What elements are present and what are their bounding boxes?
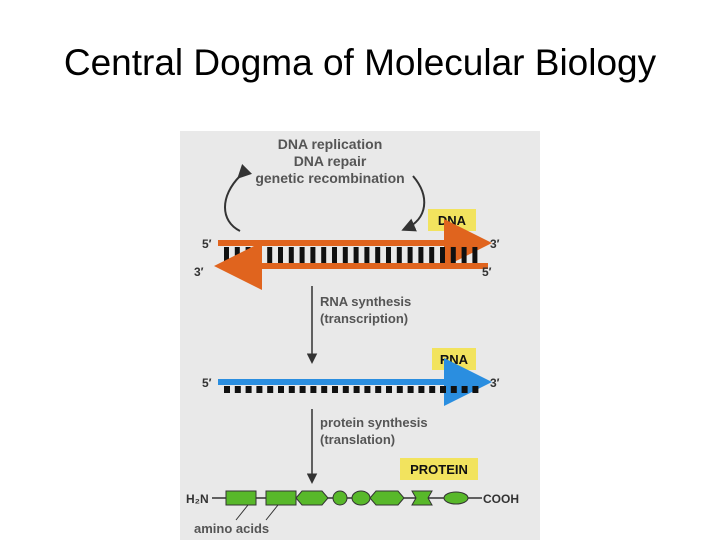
dna-base-pair (418, 247, 423, 263)
dna-base-pair (364, 247, 369, 263)
label-rna-synthesis: RNA synthesis (320, 294, 411, 309)
rna-base (397, 386, 403, 393)
dna-base-pair (246, 247, 251, 263)
dna-base-pairs (224, 247, 477, 263)
rna-base (278, 386, 284, 393)
rna-base (343, 386, 349, 393)
rna-tag: RNA (440, 352, 469, 367)
rna-base (364, 386, 370, 393)
amino-acid-5 (352, 491, 370, 505)
protein-tag: PROTEIN (410, 462, 468, 477)
dna-base-pair (267, 247, 272, 263)
rna-base (310, 386, 316, 393)
c-terminus-label: COOH (483, 492, 519, 506)
amino-acids-pointer-2 (266, 505, 278, 520)
label-dna-replication: DNA replication (278, 136, 383, 152)
dna-base-pair (289, 247, 294, 263)
dna-base-pair (408, 247, 413, 263)
dna-base-pair (224, 247, 229, 263)
rna-base (375, 386, 381, 393)
amino-acid-2 (266, 491, 296, 505)
rna-3prime: 3′ (490, 376, 500, 390)
dna-base-pair (235, 247, 240, 263)
label-protein-synthesis: protein synthesis (320, 415, 428, 430)
dna-top-5prime: 5′ (202, 237, 212, 251)
rna-base (354, 386, 360, 393)
rna-base (224, 386, 230, 393)
rna-base (472, 386, 478, 393)
amino-acid-8 (444, 492, 468, 504)
rna-base (418, 386, 424, 393)
dna-base-pair (332, 247, 337, 263)
central-dogma-figure: DNA replication DNA repair genetic recom… (180, 131, 540, 540)
rna-base (300, 386, 306, 393)
dna-bottom-3prime: 3′ (194, 265, 204, 279)
dna-tag: DNA (438, 213, 467, 228)
dna-base-pair (310, 247, 315, 263)
dna-base-pair (472, 247, 477, 263)
label-transcription: (transcription) (320, 311, 408, 326)
rna-base (332, 386, 338, 393)
curved-arrow-right (405, 176, 424, 229)
label-dna-repair: DNA repair (294, 153, 367, 169)
rna-5prime: 5′ (202, 376, 212, 390)
dna-base-pair (375, 247, 380, 263)
dna-base-pair (300, 247, 305, 263)
rna-base (440, 386, 446, 393)
rna-base (289, 386, 295, 393)
rna-base (462, 386, 468, 393)
rna-base (267, 386, 273, 393)
dna-base-pair (321, 247, 326, 263)
amino-acid-1 (226, 491, 256, 505)
label-genetic-recombination: genetic recombination (255, 170, 404, 186)
dna-base-pair (462, 247, 467, 263)
slide-title: Central Dogma of Molecular Biology (0, 42, 720, 84)
n-terminus-label: H₂N (186, 492, 209, 506)
label-translation: (translation) (320, 432, 395, 447)
dna-top-3prime: 3′ (490, 237, 500, 251)
curved-arrow-left (225, 176, 240, 231)
amino-acid-6 (370, 491, 404, 505)
amino-acids-pointer-1 (236, 505, 248, 520)
amino-acid-4 (333, 491, 347, 505)
dna-base-pair (256, 247, 261, 263)
dna-bottom-5prime: 5′ (482, 265, 492, 279)
rna-base (408, 386, 414, 393)
rna-base (246, 386, 252, 393)
rna-base (235, 386, 241, 393)
rna-base (429, 386, 435, 393)
dna-base-pair (278, 247, 283, 263)
rna-base (386, 386, 392, 393)
dna-base-pair (354, 247, 359, 263)
rna-base (256, 386, 262, 393)
central-dogma-diagram: DNA replication DNA repair genetic recom… (180, 131, 540, 540)
rna-base (451, 386, 457, 393)
amino-acids-label: amino acids (194, 521, 269, 536)
dna-base-pair (440, 247, 445, 263)
dna-base-pair (451, 247, 456, 263)
rna-base (321, 386, 327, 393)
dna-base-pair (429, 247, 434, 263)
dna-base-pair (343, 247, 348, 263)
amino-acid-3 (296, 491, 328, 505)
rna-bases (224, 386, 478, 393)
dna-base-pair (386, 247, 391, 263)
dna-base-pair (397, 247, 402, 263)
